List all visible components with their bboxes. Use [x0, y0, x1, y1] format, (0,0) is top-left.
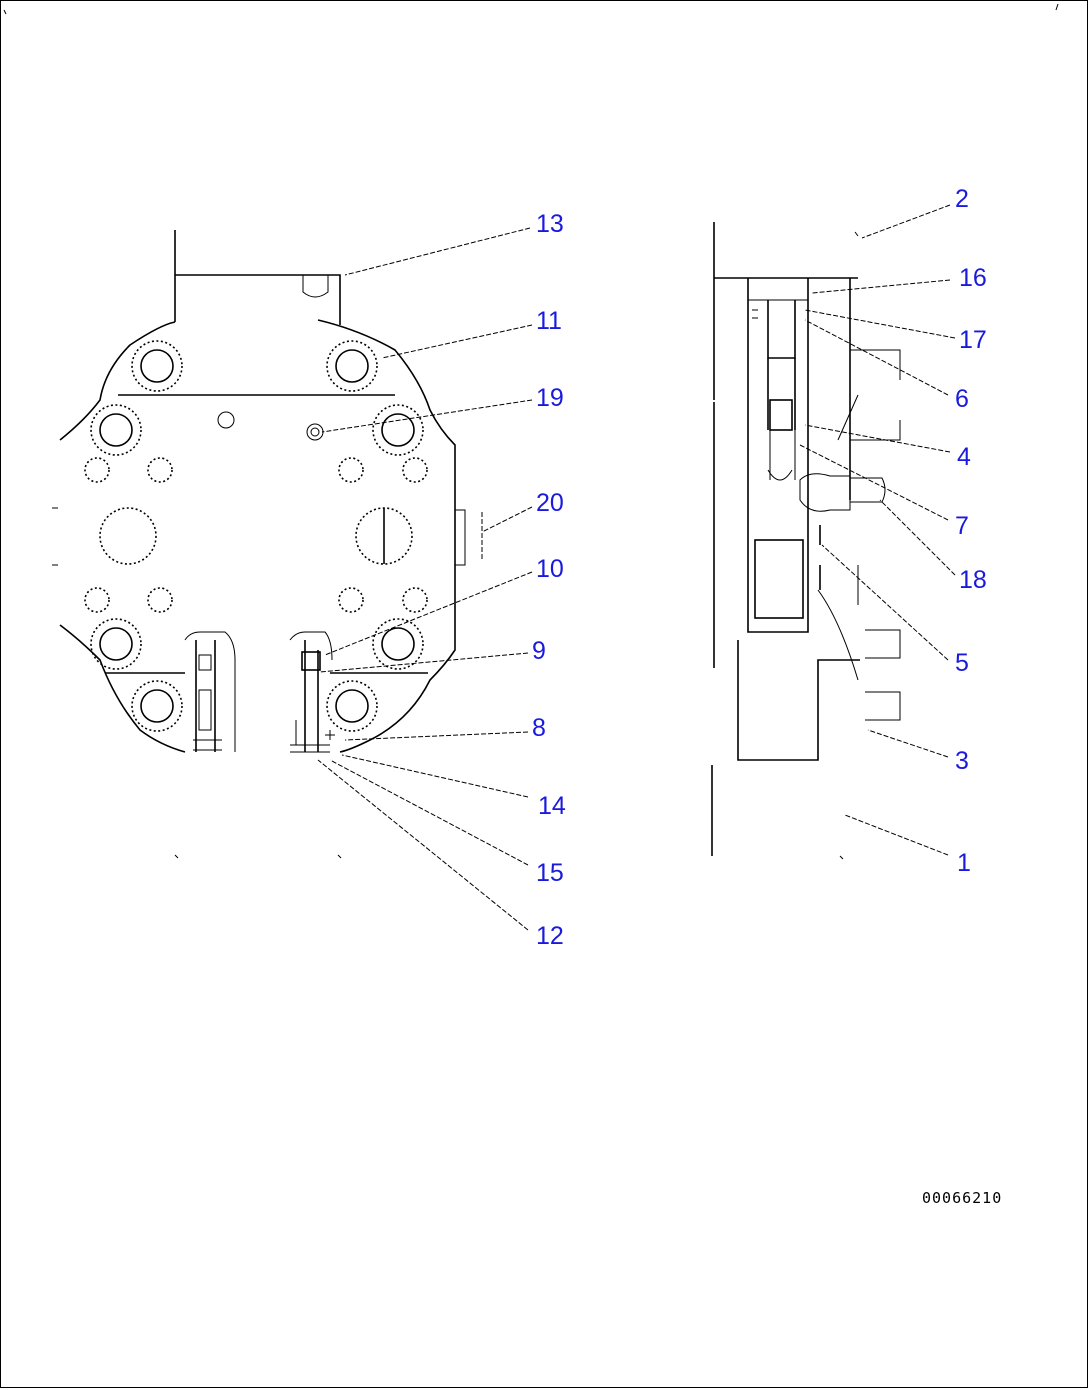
callout-7: 7 [955, 512, 969, 540]
callout-2: 2 [955, 185, 969, 213]
callout-13: 13 [536, 210, 564, 238]
callout-19: 19 [536, 384, 564, 412]
callout-20: 20 [536, 489, 564, 517]
bolt-holes [84, 411, 428, 613]
callout-labels: 13 11 19 20 10 9 8 14 15 12 2 16 17 6 4 … [532, 185, 987, 950]
callout-18: 18 [959, 566, 987, 594]
callout-5: 5 [955, 649, 969, 677]
callout-3: 3 [955, 747, 969, 775]
callout-6: 6 [955, 385, 969, 413]
bolt-heads [90, 340, 424, 732]
callout-1: 1 [957, 849, 971, 877]
callout-11: 11 [536, 307, 562, 335]
callout-12: 12 [536, 922, 564, 950]
leader-lines [317, 204, 956, 931]
callout-17: 17 [959, 326, 987, 354]
callout-8: 8 [532, 714, 546, 742]
callout-4: 4 [957, 443, 971, 471]
callout-9: 9 [532, 637, 546, 665]
port-left [99, 507, 157, 565]
lower-valves [184, 631, 335, 753]
section-view [711, 222, 901, 860]
callout-10: 10 [536, 555, 564, 583]
callout-16: 16 [959, 264, 987, 292]
callout-15: 15 [536, 859, 564, 887]
callout-14: 14 [538, 792, 566, 820]
front-view [52, 230, 466, 859]
drawing-id: 00066210 [922, 1189, 1002, 1207]
